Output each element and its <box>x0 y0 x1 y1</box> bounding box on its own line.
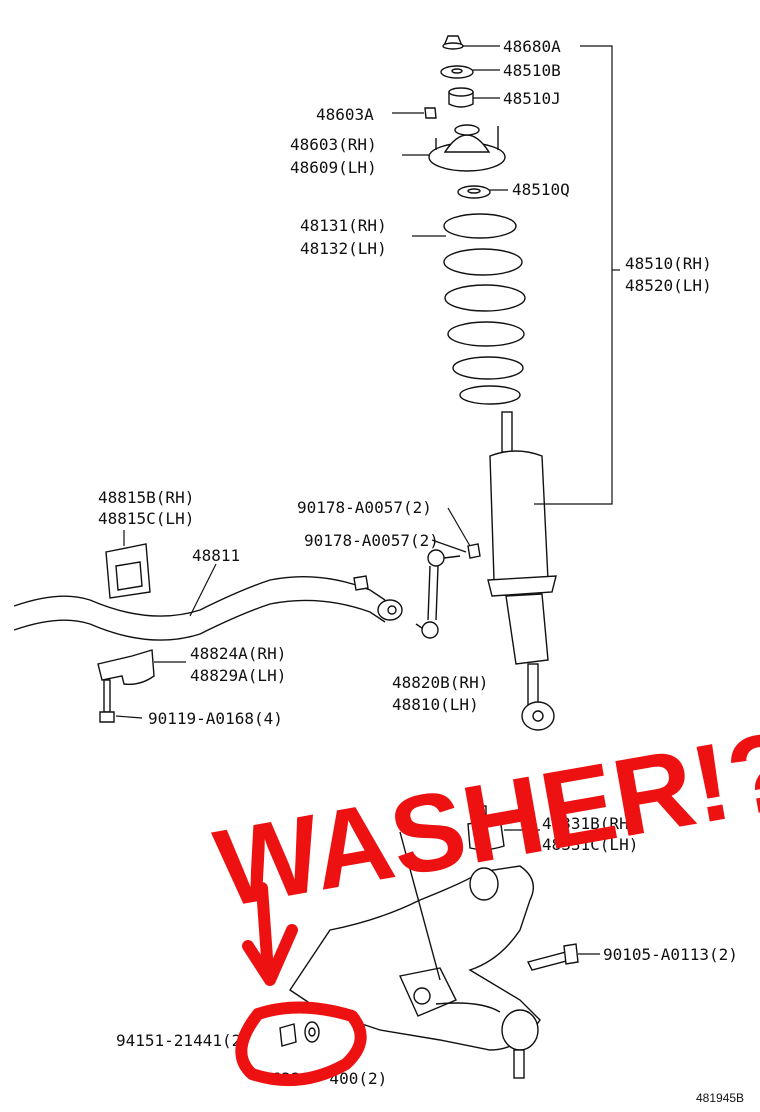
label-48603: 48603(RH) <box>290 135 377 154</box>
label-48810: 48810(LH) <box>392 695 479 714</box>
arrow-down-icon <box>242 882 298 986</box>
label-48331C: 48331C(LH) <box>542 835 638 854</box>
label-48609: 48609(LH) <box>290 158 377 177</box>
circle-highlight <box>235 1001 367 1087</box>
nut-48603A <box>424 107 437 119</box>
washer-48510B <box>440 65 474 79</box>
clamp-48824A <box>97 649 155 686</box>
label-48815B: 48815B(RH) <box>98 488 194 507</box>
nut-90178-a <box>467 543 481 559</box>
label-48811: 48811 <box>192 546 240 565</box>
label-48815C: 48815C(LH) <box>98 509 194 528</box>
washer-90200 <box>304 1021 320 1043</box>
label-48331B: 48331B(RH) <box>542 814 638 833</box>
bolt-90119 <box>99 679 115 723</box>
label-48510: 48510(RH) <box>625 254 712 273</box>
nut-94151 <box>279 1023 297 1047</box>
label-90119: 90119-A0168(4) <box>148 709 283 728</box>
label-48820B: 48820B(RH) <box>392 673 488 692</box>
nut-90178-b <box>353 575 369 591</box>
label-90178-a: 90178-A0057(2) <box>297 498 432 517</box>
label-48824A: 48824A(RH) <box>190 644 286 663</box>
label-48131: 48131(RH) <box>300 216 387 235</box>
link-48820B <box>415 549 461 639</box>
shock-absorber-48510 <box>487 411 557 731</box>
label-48510B: 48510B <box>503 61 561 80</box>
diagram-reference-number: 481945B <box>696 1091 744 1105</box>
bushing-48510J <box>448 87 474 108</box>
label-48829A: 48829A(LH) <box>190 666 286 685</box>
label-48520: 48520(LH) <box>625 276 712 295</box>
ball-joint-48331B <box>467 805 505 851</box>
bushing-48815B <box>105 543 151 599</box>
insulator-48510Q <box>457 185 491 199</box>
stabilizer-bar-48811 <box>13 575 403 641</box>
coil-spring-48131 <box>443 213 526 405</box>
support-48603 <box>428 124 506 172</box>
label-48132: 48132(LH) <box>300 239 387 258</box>
label-48510J: 48510J <box>503 89 561 108</box>
label-90105: 90105-A0113(2) <box>603 945 738 964</box>
lower-arm <box>289 831 541 1079</box>
label-48510Q: 48510Q <box>512 180 570 199</box>
label-90178-b: 90178-A0057(2) <box>304 531 439 550</box>
bolt-90105 <box>526 943 579 971</box>
label-48680A: 48680A <box>503 37 561 56</box>
label-94151: 94151-21441(2) <box>116 1031 251 1050</box>
nut-48680A <box>442 35 464 50</box>
label-48603A: 48603A <box>316 105 374 124</box>
